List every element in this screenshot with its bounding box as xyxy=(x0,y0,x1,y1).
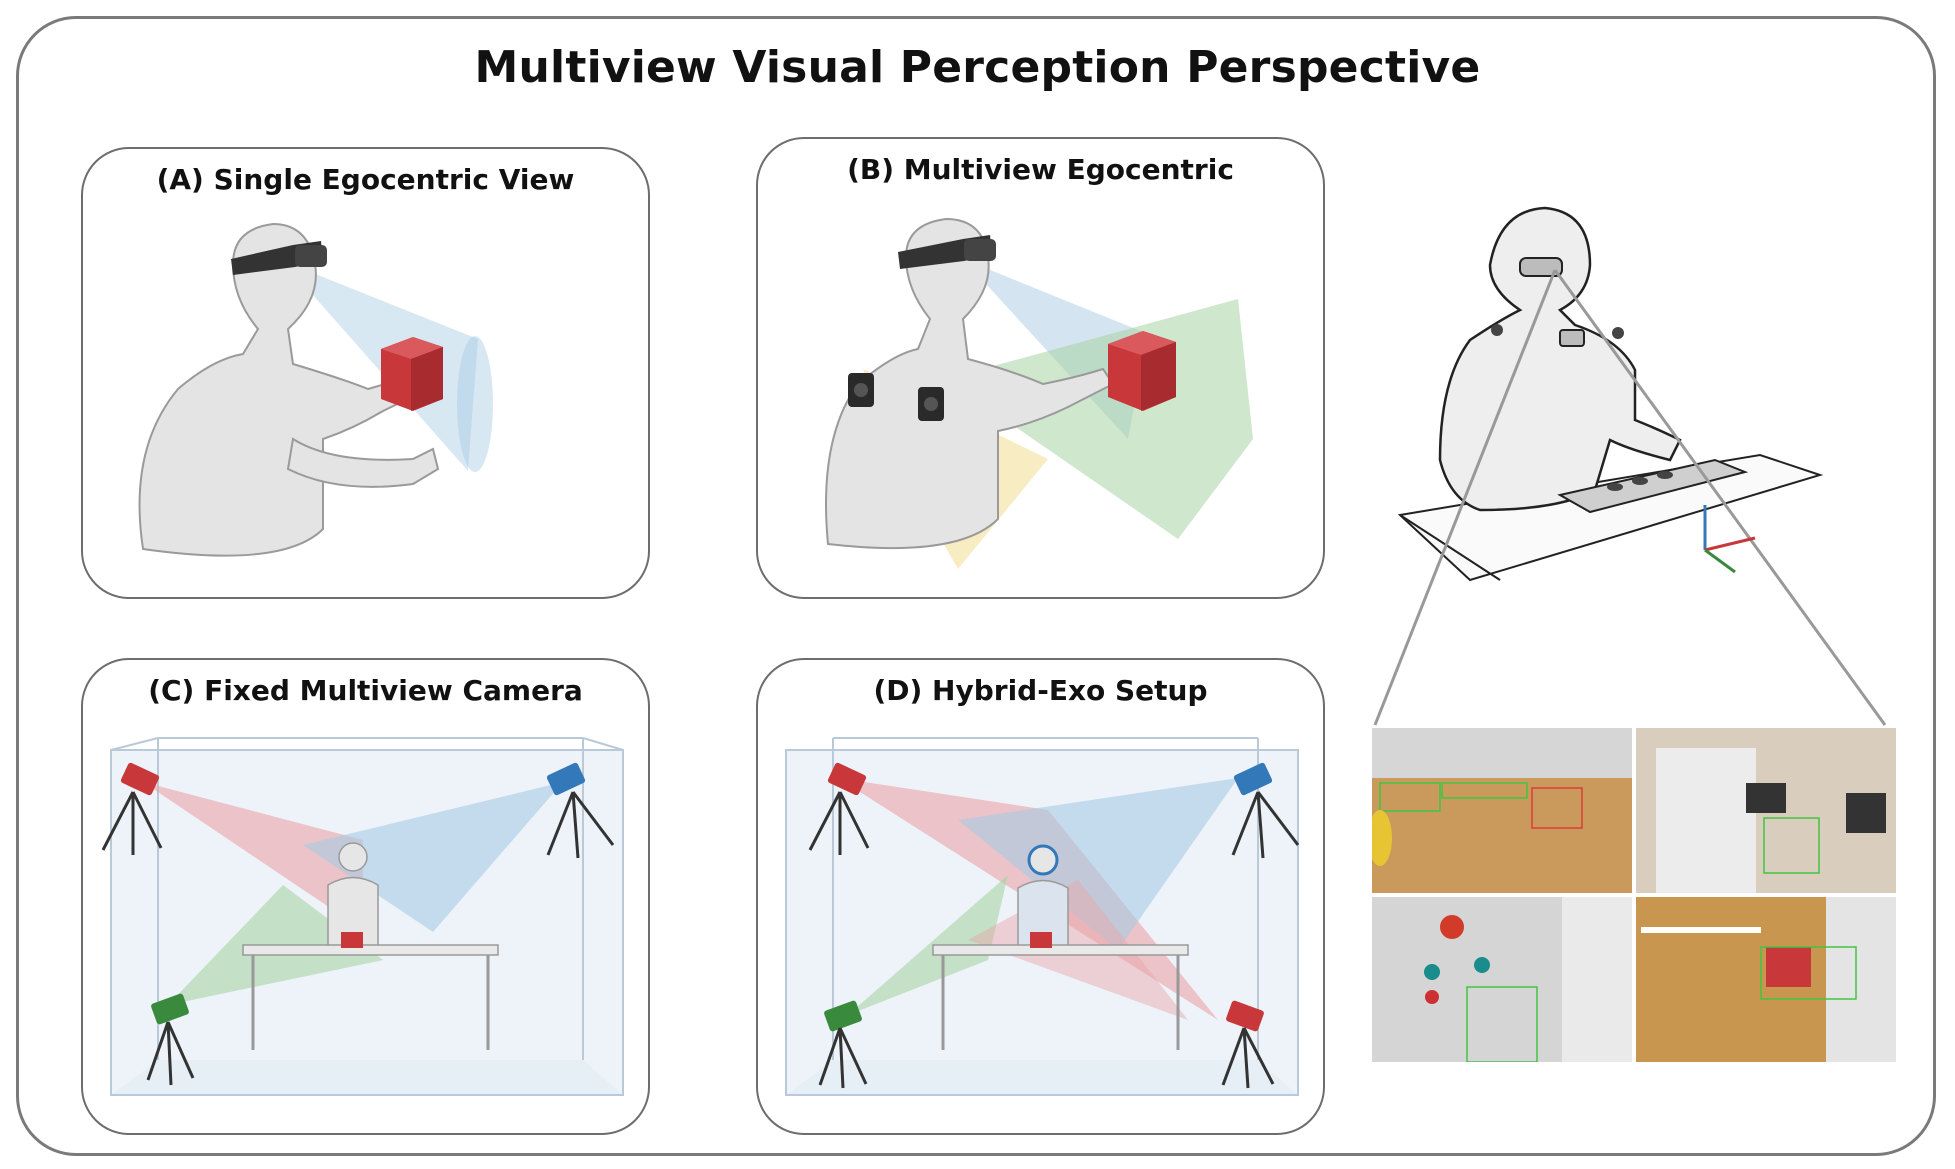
panel-a: (A) Single Egocentric View xyxy=(81,147,650,599)
panel-b-title: (B) Multiview Egocentric xyxy=(847,153,1234,186)
headset-icon xyxy=(231,241,327,275)
box-icon xyxy=(1108,331,1176,411)
panel-c-title: (C) Fixed Multiview Camera xyxy=(148,674,583,707)
panel-b-illustration xyxy=(825,217,1253,569)
panel-d: (D) Hybrid-Exo Setup xyxy=(756,658,1325,1135)
tripod-icon xyxy=(546,762,615,859)
panel-a-illustration xyxy=(138,222,493,557)
panel-d-title: (D) Hybrid-Exo Setup xyxy=(873,674,1208,707)
tripod-icon xyxy=(808,762,870,855)
headset-icon xyxy=(898,235,996,269)
tripod-icon xyxy=(101,762,163,855)
camera-view-4 xyxy=(1635,896,1897,1063)
box-icon xyxy=(381,337,443,411)
axes-icon xyxy=(1703,505,1756,574)
panel-c-illustration xyxy=(101,737,624,1096)
panel-d-illustration xyxy=(785,737,1300,1096)
tripod-icon xyxy=(146,993,195,1086)
operator-illustration xyxy=(1373,206,1887,726)
camera-view-1 xyxy=(1372,728,1633,894)
main-title: Multiview Visual Perception Perspective xyxy=(474,42,1481,93)
camera-icon xyxy=(918,387,944,421)
panel-b: (B) Multiview Egocentric xyxy=(756,137,1325,599)
panel-a-title: (A) Single Egocentric View xyxy=(156,163,575,196)
camera-icon xyxy=(848,373,874,407)
camera-view-grid xyxy=(1372,728,1896,1062)
headset-icon xyxy=(1519,257,1563,277)
tripod-icon xyxy=(1231,762,1300,859)
camera-view-3 xyxy=(1372,896,1633,1063)
tripod-icon xyxy=(818,1000,868,1089)
camera-view-2 xyxy=(1635,728,1897,894)
panel-c: (C) Fixed Multiview Camera xyxy=(81,658,650,1135)
camera-icon xyxy=(1559,329,1585,347)
tripod-icon xyxy=(1221,1000,1275,1089)
